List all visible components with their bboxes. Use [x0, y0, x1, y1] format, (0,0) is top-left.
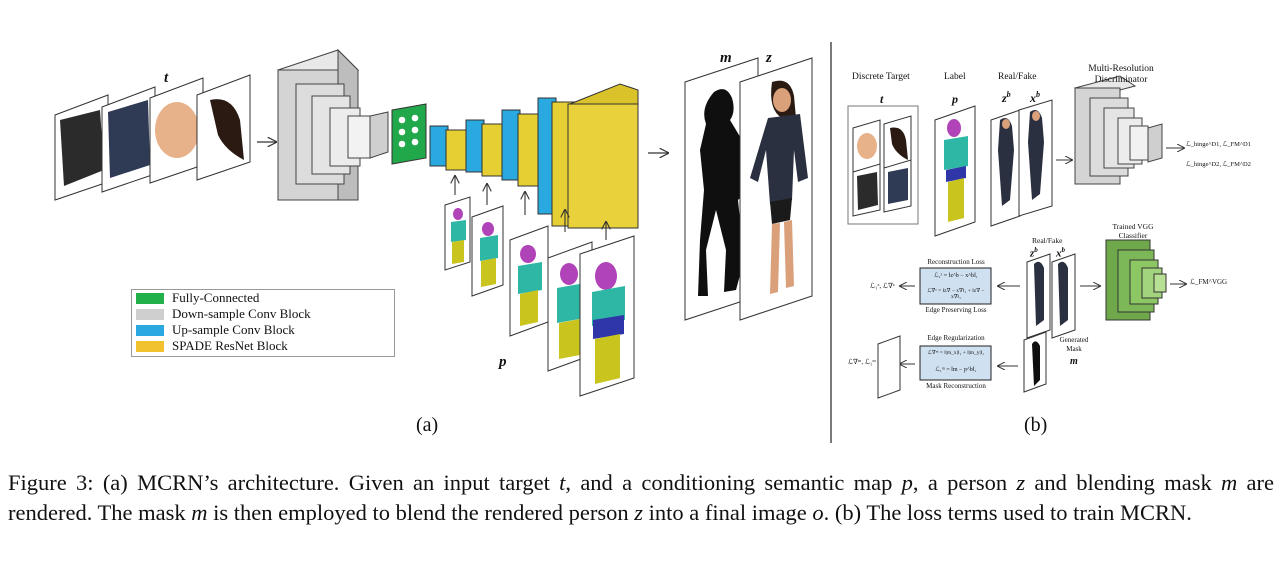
caption-o: o — [812, 500, 824, 525]
recon-eq-2: ℒ∇ᶻ = ‖z∇ − x∇‖₁ + ‖z∇ − x∇‖₁ — [927, 288, 985, 300]
caption-z2: z — [634, 500, 644, 525]
legend-swatch — [136, 293, 164, 304]
semantic-map-tiles — [444, 196, 635, 397]
sym-xb-base: x — [1030, 91, 1036, 105]
trained-vgg-label: Trained VGG Classifier — [1112, 222, 1154, 240]
figure-3: t p m z Fully-Connected Down-sample Conv… — [54, 42, 1280, 443]
sym-xb-2: xb — [1056, 246, 1065, 260]
legend-label: SPADE ResNet Block — [172, 338, 288, 353]
edge-eq-2: ℒ₁ᵐ = ‖m − p^b‖₁ — [935, 367, 977, 373]
generated-mask-label: Generated Mask — [1059, 336, 1089, 353]
legend-label: Up-sample Conv Block — [172, 322, 295, 337]
edge-out: ℒ∇ᵐ, ℒ₁ᵐ — [848, 358, 876, 366]
multi-resolution-discriminator — [1073, 75, 1163, 185]
caption-t: t — [559, 470, 566, 495]
sym-zb-sup: b — [1006, 90, 1011, 99]
sym-xb-2-base: x — [1056, 247, 1062, 260]
caption-mid6: into a final image — [643, 500, 813, 525]
panel-b-label: (b) — [1024, 414, 1048, 436]
generated-mask-symbol: m — [1070, 356, 1078, 367]
sym-zb-2: zb — [1030, 246, 1038, 260]
caption-z: z — [1016, 470, 1026, 495]
semantic-map-label: p — [499, 354, 507, 370]
legend-swatch — [136, 325, 164, 336]
sym-zb-2-sup: b — [1034, 246, 1038, 254]
sym-zb-base: z — [1002, 91, 1007, 105]
edge-regularization-box — [919, 345, 992, 381]
caption-mid2: , a person — [912, 470, 1017, 495]
figure-caption: Figure 3: (a) MCRN’s architecture. Given… — [8, 468, 1274, 528]
disc-loss-1: ℒ_hinge^D1, ℒ_FM^D1 — [1186, 141, 1251, 148]
sym-zb-2-base: z — [1030, 247, 1035, 260]
vgg-loss: ℒ_FM^VGG — [1190, 278, 1228, 286]
header-discrete-target: Discrete Target — [852, 72, 910, 82]
recon-title: Reconstruction Loss — [927, 258, 985, 266]
caption-suffix: . (b) The loss terms used to train MCRN. — [823, 500, 1192, 525]
sym-xb: xb — [1030, 90, 1040, 106]
panel-b — [847, 75, 1186, 399]
encoder-blocks — [277, 48, 389, 201]
panel-a — [54, 48, 813, 397]
caption-mid5: is then employed to blend the rendered p… — [207, 500, 635, 525]
header-mrd: Multi-Resolution Discriminator — [1088, 64, 1154, 85]
legend-label: Fully-Connected — [172, 290, 260, 305]
edge-sub: Mask Reconstruction — [926, 382, 986, 390]
sym-zb: zb — [1002, 90, 1011, 106]
sym-p: p — [952, 92, 958, 106]
legend-swatch — [136, 341, 164, 352]
panel-a-label: (a) — [416, 414, 439, 436]
sym-xb-2-sup: b — [1061, 246, 1066, 254]
legend-swatch — [136, 309, 164, 320]
legend-label: Down-sample Conv Block — [172, 306, 311, 321]
caption-p: p — [901, 470, 913, 495]
edge-title: Edge Regularization — [927, 334, 985, 342]
disc-loss-2: ℒ_hinge^D2, ℒ_FM^D2 — [1186, 161, 1251, 168]
real-fake-2: Real/Fake — [1032, 236, 1063, 245]
input-target-tiles — [54, 74, 251, 201]
mask-output-tile — [877, 335, 901, 399]
output-mask-label: m — [720, 50, 732, 66]
legend: Fully-Connected Down-sample Conv Block U… — [131, 289, 395, 357]
caption-mid3: and blending mask — [1025, 470, 1221, 495]
conditioning-arrows — [455, 176, 606, 240]
fully-connected-block — [391, 103, 427, 165]
header-label: Label — [944, 72, 966, 82]
recon-out: ℒ₁ᶻ, ℒ∇ᶻ — [870, 282, 895, 290]
output-person-z — [739, 57, 813, 321]
caption-mid4: are rendered. The mask — [8, 470, 1274, 525]
trained-vgg-classifier — [1105, 239, 1167, 321]
sym-t: t — [880, 92, 884, 106]
recon-eq-1: ℒ₁ᶻ = ‖z^b − x^b‖₁ — [934, 273, 978, 279]
decoder-blocks — [429, 83, 639, 229]
reconstruction-loss-box — [919, 267, 992, 305]
edge-eq-1: ℒ∇ᵐ = ‖|m_x|‖₁ + ‖|m_y|‖₁ — [927, 350, 985, 356]
caption-prefix: Figure 3: (a) MCRN’s architecture. Given… — [8, 470, 560, 495]
header-real-fake: Real/Fake — [998, 72, 1037, 82]
sym-xb-sup: b — [1036, 90, 1040, 99]
recon-sub: Edge Preserving Loss — [925, 306, 987, 314]
figure-svg — [54, 42, 1280, 443]
caption-m: m — [1221, 470, 1238, 495]
input-target-label: t — [164, 70, 169, 86]
caption-mid1: , and a conditioning semantic map — [565, 470, 902, 495]
output-person-label: z — [766, 50, 772, 66]
caption-m2: m — [191, 500, 208, 525]
